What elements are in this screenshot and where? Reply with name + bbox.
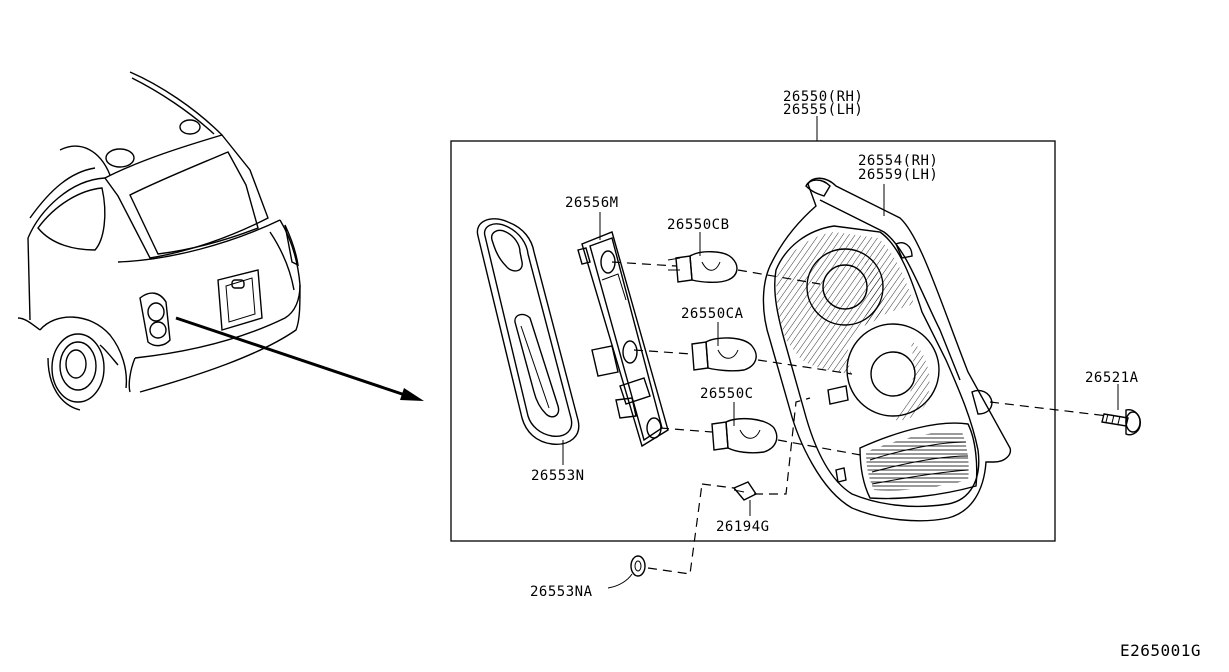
bulb-c	[659, 417, 867, 457]
label-lamp-assy-rh: 26550(RH)	[783, 89, 863, 105]
socket-plate-part	[577, 231, 669, 448]
detail-frame	[450, 140, 1056, 542]
bulb-cb	[611, 251, 821, 285]
bolt-part	[989, 401, 1141, 436]
leader-lines	[562, 184, 1119, 589]
label-housing-lh: 26559(LH)	[858, 167, 938, 183]
clip-part	[701, 397, 811, 501]
lamp-housing-part	[762, 177, 1012, 522]
label-bulb-ca: 26550CA	[681, 306, 744, 322]
label-clip: 26194G	[716, 519, 770, 535]
label-bulb-cb: 26550CB	[667, 217, 730, 233]
label-grommet: 26553NA	[530, 584, 593, 600]
label-gasket: 26553N	[531, 468, 585, 484]
diagram-id: E265001G	[1120, 641, 1201, 660]
grommet-part	[630, 483, 703, 577]
part-labels: 26550(RH) 26555(LH) 26554(RH) 26559(LH) …	[530, 89, 1201, 660]
vehicle-rear-illustration	[17, 71, 301, 411]
gasket-part	[476, 218, 580, 445]
label-lamp-assy-lh: 26555(LH)	[783, 102, 863, 118]
label-bolt: 26521A	[1085, 370, 1139, 386]
label-socket-plate: 26556M	[565, 195, 619, 211]
label-housing-rh: 26554(RH)	[858, 153, 938, 169]
label-bulb-c: 26550C	[700, 386, 754, 402]
callout-arrow	[175, 316, 424, 401]
